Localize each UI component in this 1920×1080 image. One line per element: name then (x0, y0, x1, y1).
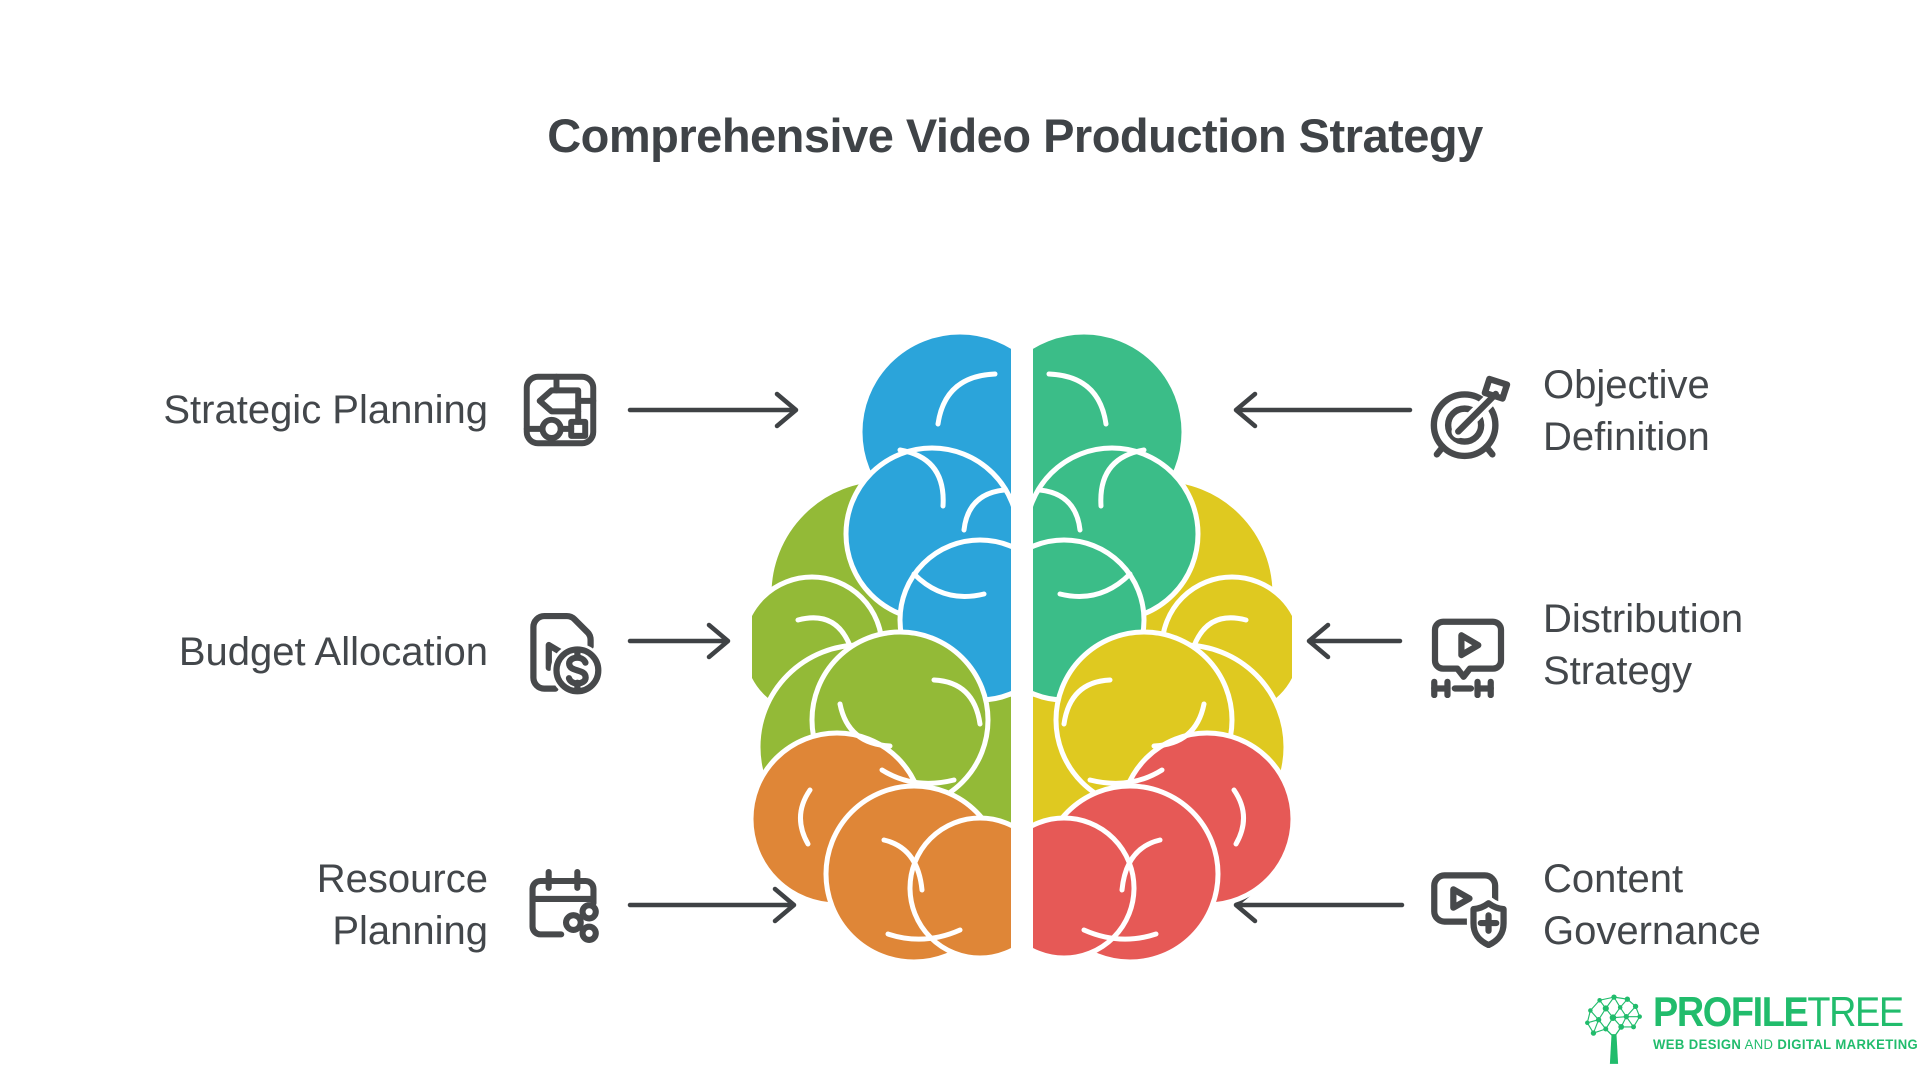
label-line: Objective (1543, 363, 1710, 407)
label-line: Strategic Planning (163, 388, 488, 432)
label-line: Distribution (1543, 597, 1744, 641)
label-strategic-planning: Strategic Planning (68, 384, 488, 436)
target-arrow-icon (1430, 375, 1511, 460)
label-objective-definition: Objective Definition (1543, 359, 1920, 463)
brand-tagline: WEB DESIGN AND DIGITAL MARKETING (1653, 1037, 1920, 1052)
label-line: Governance (1543, 909, 1761, 953)
calendar-share-icon (529, 868, 604, 945)
brain-right-hemisphere (1033, 329, 1292, 965)
video-message-timeline-icon (1431, 618, 1505, 698)
arrow-budget-allocation (627, 622, 731, 660)
label-budget-allocation: Budget Allocation (68, 626, 488, 678)
video-file-dollar-icon (530, 612, 605, 696)
label-line: Strategy (1543, 649, 1692, 693)
brain-left-hemisphere (752, 329, 1011, 965)
brand-name-primary: PROFILE (1653, 988, 1809, 1035)
label-line: Budget Allocation (178, 630, 488, 674)
profiletree-logo: PROFILETREE WEB DESIGN AND DIGITAL MARKE… (1583, 990, 1918, 1074)
label-distribution-strategy: Distribution Strategy (1543, 593, 1920, 697)
brain-illustration (752, 329, 1292, 965)
page-title: Comprehensive Video Production Strategy (547, 109, 1483, 162)
video-shield-plus-icon (1431, 872, 1511, 948)
label-line: Planning (332, 909, 488, 953)
strategy-map-icon (523, 373, 597, 447)
label-line: Definition (1543, 415, 1710, 459)
label-content-governance: Content Governance (1543, 853, 1920, 957)
tagline-bold-2: DIGITAL MARKETING (1777, 1037, 1919, 1052)
profiletree-wordmark: PROFILETREE WEB DESIGN AND DIGITAL MARKE… (1653, 988, 1920, 1053)
arrow-distribution-strategy (1306, 622, 1403, 660)
label-line: Resource (316, 857, 488, 901)
tagline-light: AND (1744, 1037, 1774, 1052)
label-resource-planning: Resource Planning (68, 853, 488, 957)
brand-name-secondary: TREE (1807, 988, 1904, 1035)
tagline-bold-1: WEB DESIGN (1653, 1037, 1742, 1052)
label-line: Content (1543, 857, 1684, 901)
profiletree-tree-icon (1585, 994, 1642, 1064)
